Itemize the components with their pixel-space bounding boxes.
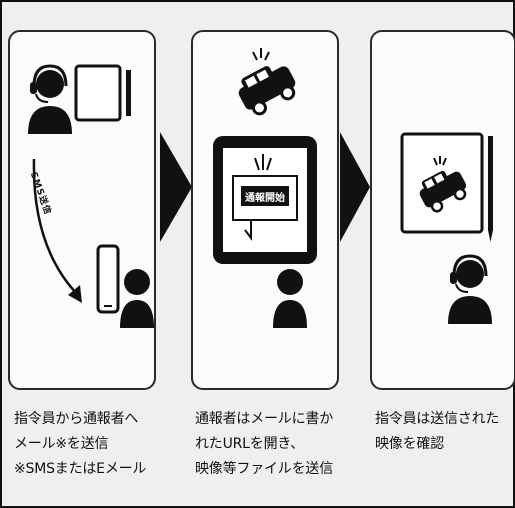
person-icon	[120, 269, 154, 328]
step-2-caption: 通報者はメールに書か れたURLを開き、 映像等ファイルを送信	[195, 411, 333, 477]
monitor-icon	[400, 132, 484, 234]
tablet-icon	[213, 136, 317, 264]
step-1-caption: 指令員から通報者へ メール※を送信 ※SMSまたはEメール	[14, 411, 147, 477]
stream-start-label: 通報開始	[245, 193, 285, 204]
monitor-icon	[74, 64, 131, 122]
chevron-arrow-icon	[160, 132, 192, 242]
pen-icon	[488, 136, 493, 242]
person-icon	[273, 269, 307, 328]
operator-headset-icon	[448, 254, 492, 324]
step-1-panel: SMS送信	[8, 30, 156, 390]
step-3-panel	[370, 30, 515, 390]
chevron-arrow-icon	[340, 132, 370, 242]
step-3-caption: 指令員は送信された 映像を確認	[375, 411, 500, 452]
sms-curved-arrow-icon	[32, 158, 82, 303]
smartphone-icon	[96, 244, 120, 314]
step-2-panel: 通報開始	[191, 30, 339, 390]
car-accident-icon	[238, 48, 296, 116]
operator-headset-icon	[28, 64, 72, 134]
